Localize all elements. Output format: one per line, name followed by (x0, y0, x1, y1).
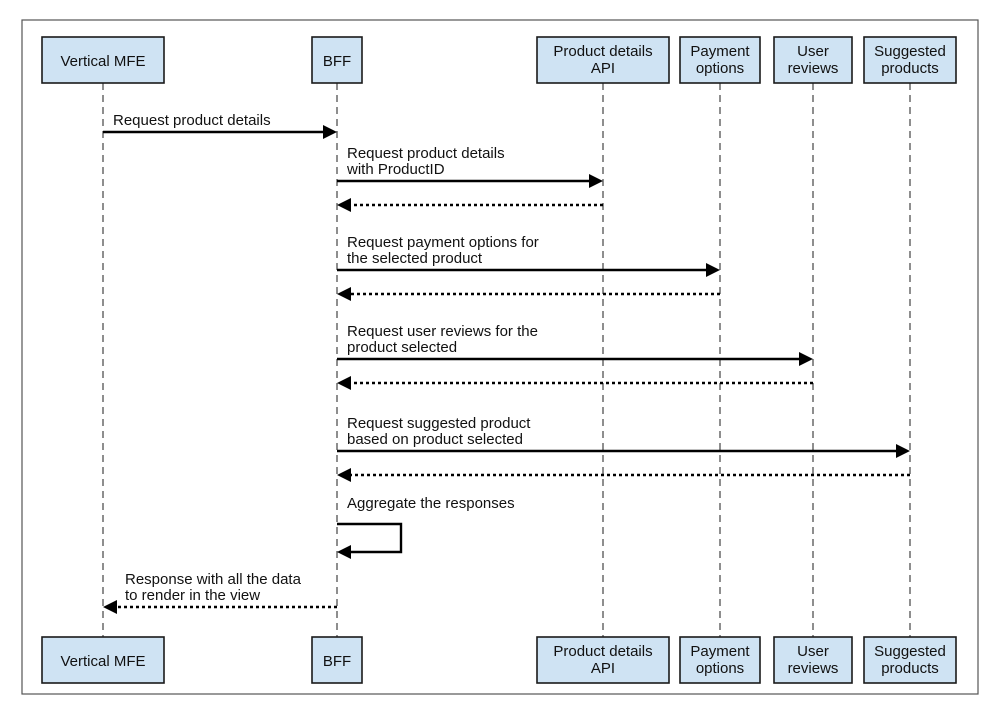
participant-label: Vertical MFE (60, 653, 145, 670)
participant-label: reviews (788, 660, 839, 677)
message-label: Request payment options for (347, 234, 539, 251)
message-label: Request user reviews for the (347, 323, 538, 340)
participant-box (41, 636, 165, 684)
participant-label: Payment (690, 43, 750, 60)
participant-label: Product details (553, 643, 652, 660)
arrow-head (337, 545, 351, 559)
participant-label: BFF (323, 53, 351, 70)
message-label: Request suggested product (347, 415, 531, 432)
self-message-line (337, 522, 403, 554)
message-5 (337, 287, 720, 301)
participant-box (773, 636, 853, 684)
participant-label: User (797, 643, 829, 660)
participant-box (41, 36, 165, 84)
participant-label: Vertical MFE (60, 53, 145, 70)
participant-label: Payment (690, 643, 750, 660)
participant-bff-bottom: BFF (311, 636, 363, 684)
arrow-head (337, 198, 351, 212)
participant-label: User (797, 43, 829, 60)
arrow-head (589, 174, 603, 188)
message-label: Request product details (347, 145, 505, 162)
participant-box (536, 36, 670, 84)
participant-box (536, 636, 670, 684)
message-label: Response with all the data (125, 571, 302, 588)
participant-label: Product details (553, 43, 652, 60)
message-label: product selected (347, 339, 457, 356)
participant-box (311, 636, 363, 684)
participant-box (863, 36, 957, 84)
message-label: the selected product (347, 250, 483, 267)
participant-label: products (881, 60, 939, 77)
message-label: based on product selected (347, 431, 523, 448)
participant-label: products (881, 660, 939, 677)
participant-label: API (591, 60, 615, 77)
participant-box (863, 636, 957, 684)
message-10: Aggregate the responses (337, 495, 515, 559)
participant-label: Suggested (874, 43, 946, 60)
participant-mfe-bottom: Vertical MFE (41, 636, 165, 684)
arrow-head (103, 600, 117, 614)
message-label: Aggregate the responses (347, 495, 515, 512)
message-label: Request product details (113, 112, 271, 129)
participant-box (773, 36, 853, 84)
participant-label: Suggested (874, 643, 946, 660)
arrow-head (337, 287, 351, 301)
arrow-head (799, 352, 813, 366)
message-label: to render in the view (125, 587, 260, 604)
participant-bff-top: BFF (311, 36, 363, 84)
participant-box (311, 36, 363, 84)
arrow-head (896, 444, 910, 458)
message-3 (337, 198, 603, 212)
participant-boxes: Vertical MFE Vertical MFE BFF BFF Product de… (41, 36, 957, 684)
arrow-head (323, 125, 337, 139)
participant-label: API (591, 660, 615, 677)
participant-mfe-top: Vertical MFE (41, 36, 165, 84)
message-7 (337, 376, 813, 390)
arrow-head (706, 263, 720, 277)
arrow-head (337, 468, 351, 482)
message-9 (337, 468, 910, 482)
participant-box (679, 636, 761, 684)
participant-label: options (696, 660, 744, 677)
arrow-head (337, 376, 351, 390)
participant-label: options (696, 60, 744, 77)
message-label: with ProductID (346, 161, 445, 178)
message-1: Request product details (103, 112, 337, 139)
participant-label: reviews (788, 60, 839, 77)
participant-label: BFF (323, 653, 351, 670)
participant-box (679, 36, 761, 84)
